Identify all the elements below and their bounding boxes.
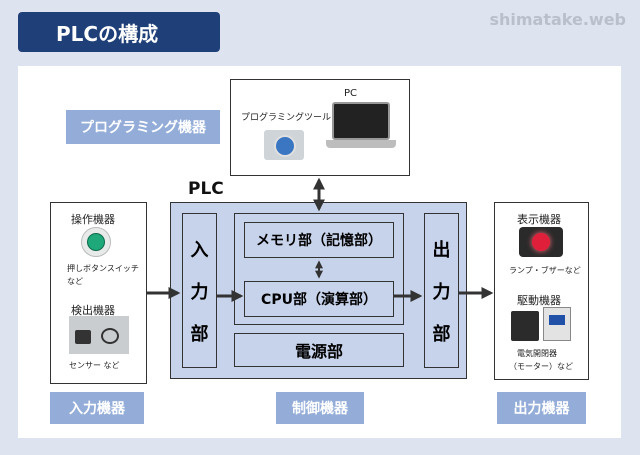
push-button-caption: 押しボタンスイッチ xyxy=(67,264,139,273)
contactor-image xyxy=(511,307,573,343)
detection-device-title: 検出機器 xyxy=(71,304,115,317)
sensor-image xyxy=(69,316,129,354)
site-watermark: shimatake.web xyxy=(489,10,626,29)
output-section-char-1: 出 xyxy=(432,239,451,261)
output-device-box: 表示機器 ランプ・ブザーなど 駆動機器 電気開閉器 （モーター）など xyxy=(494,202,589,380)
input-section-char-3: 部 xyxy=(190,323,209,345)
operation-device-title: 操作機器 xyxy=(71,213,115,226)
programming-device-box: PC プログラミングツール xyxy=(230,79,410,176)
sensor-caption: センサー など xyxy=(69,361,120,370)
push-button-image xyxy=(81,227,111,257)
lamp-caption: ランプ・ブザーなど xyxy=(509,266,581,275)
output-device-label: 出力機器 xyxy=(497,392,586,424)
input-section: 入 力 部 xyxy=(182,213,217,368)
input-device-box: 操作機器 押しボタンスイッチ など 検出機器 センサー など xyxy=(50,202,147,384)
plc-title: PLC xyxy=(188,179,224,199)
input-section-char-1: 入 xyxy=(190,239,209,261)
programming-tool-label: プログラミングツール xyxy=(241,113,332,123)
software-cd-image xyxy=(264,130,304,160)
push-button-caption-suffix: など xyxy=(67,277,83,286)
lamp-image xyxy=(519,227,563,257)
power-section: 電源部 xyxy=(234,333,404,367)
contactor-caption-suffix: （モーター）など xyxy=(509,362,573,371)
cpu-section: CPU部（演算部） xyxy=(244,281,394,317)
pc-label: PC xyxy=(344,88,358,99)
input-device-label: 入力機器 xyxy=(50,392,144,424)
output-section: 出 力 部 xyxy=(424,213,459,368)
page-title: PLCの構成 xyxy=(18,12,220,52)
memory-section: メモリ部（記憶部） xyxy=(244,222,394,258)
control-device-label: 制御機器 xyxy=(276,392,364,424)
output-section-char-2: 力 xyxy=(432,281,451,303)
laptop-image xyxy=(326,102,396,150)
contactor-caption: 電気開閉器 xyxy=(517,349,557,358)
output-section-char-3: 部 xyxy=(432,323,451,345)
programming-device-label: プログラミング機器 xyxy=(66,110,220,144)
drive-device-title: 駆動機器 xyxy=(517,294,561,307)
display-device-title: 表示機器 xyxy=(517,213,561,226)
input-section-char-2: 力 xyxy=(190,281,209,303)
